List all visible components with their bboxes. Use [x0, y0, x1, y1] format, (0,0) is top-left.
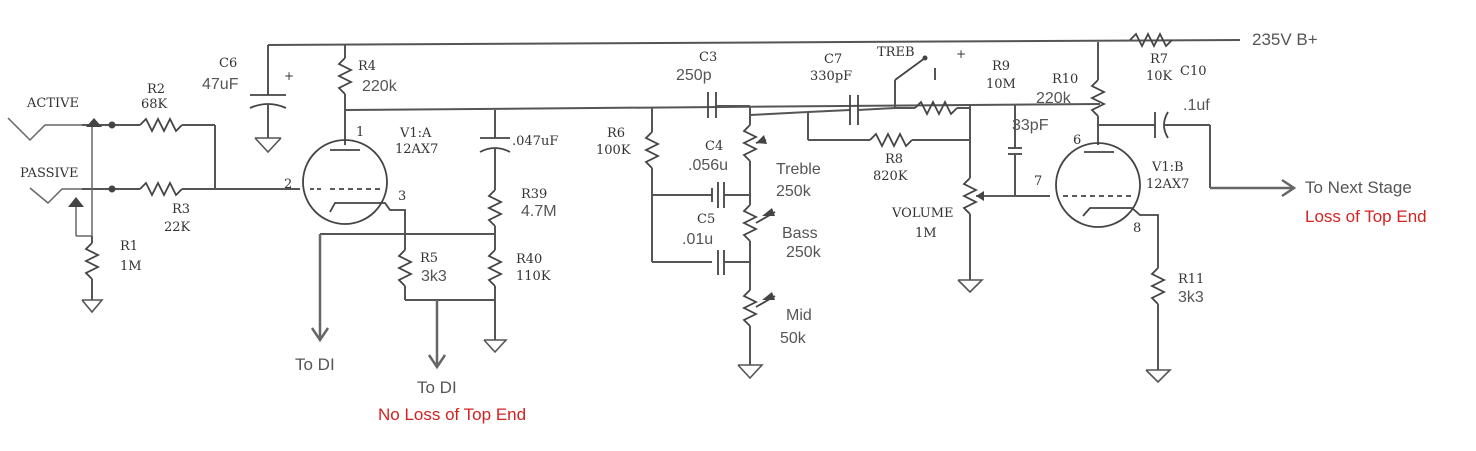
c6-capacitor [249, 80, 287, 154]
label-bass-name: Bass [782, 225, 818, 242]
tube-v1a [302, 139, 406, 235]
label-pin2: 2 [284, 177, 292, 192]
label-c4-name: C4 [705, 139, 723, 154]
label-r4-val: 220k [362, 78, 398, 95]
label-c10-name: C10 [1180, 64, 1207, 79]
label-pin1: 1 [356, 125, 364, 140]
label-pin7: 7 [1034, 174, 1042, 189]
label-passive: PASSIVE [20, 166, 79, 181]
tone-stack [643, 92, 776, 380]
label-c3-val: 250p [676, 67, 712, 84]
r11-resistor [1145, 267, 1172, 384]
label-c5-val: .01u [682, 231, 713, 248]
r4-resistor [336, 45, 354, 110]
label-active: ACTIVE [26, 96, 79, 111]
label-r11-name: R11 [1178, 272, 1204, 287]
label-bass-val: 250k [786, 244, 822, 261]
to-di-arrows [310, 234, 447, 370]
label-treble-name: Treble [776, 161, 821, 178]
label-treb-plus: + [956, 47, 966, 61]
label-c047: .047uF [512, 134, 558, 149]
label-r2-val: 68K [141, 97, 168, 112]
label-treb-switch: TREB [877, 45, 915, 60]
r10-resistor [1089, 42, 1155, 145]
label-loss: Loss of Top End [1305, 207, 1427, 226]
label-c6-plus: + [284, 69, 294, 83]
label-r5-name: R5 [420, 251, 438, 266]
label-r8-name: R8 [885, 152, 903, 167]
label-supply: 235V B+ [1252, 30, 1318, 49]
label-pin3: 3 [398, 189, 406, 204]
label-tube1-type: 12AX7 [395, 142, 438, 157]
label-no-loss: No Loss of Top End [378, 405, 526, 424]
label-r10-val: 220k [1036, 90, 1072, 107]
r40-resistor [483, 249, 508, 354]
label-r1-val: 1M [120, 259, 142, 274]
c047-capacitor [479, 110, 511, 190]
b-plus-rail [267, 39, 1241, 80]
printed-labels: ACTIVE PASSIVE R2 68K R3 22K R1 1M C6 + … [20, 45, 1207, 287]
label-r6-name: R6 [607, 126, 625, 141]
label-c4-val: .056u [688, 157, 728, 174]
label-r4-name: R4 [358, 59, 376, 74]
c10-capacitor [1154, 111, 1211, 188]
label-r2-name: R2 [147, 82, 165, 97]
label-pin6: 6 [1073, 133, 1081, 148]
label-pin8: 8 [1133, 221, 1141, 236]
label-mid-val: 50k [780, 330, 807, 347]
label-r40-val: 110K [516, 269, 551, 284]
label-r5-val: 3k3 [421, 268, 447, 285]
output-arrow [1210, 178, 1297, 198]
label-c10-val: .1uf [1183, 97, 1210, 114]
label-treble-val: 250k [776, 183, 812, 200]
label-r9-val: 10M [986, 77, 1016, 92]
label-r9-name: R9 [992, 59, 1010, 74]
label-c5-name: C5 [697, 212, 715, 227]
label-tube1-name: V1:A [399, 126, 432, 141]
label-mid-name: Mid [786, 307, 812, 324]
label-tube2-type: 12AX7 [1146, 177, 1189, 192]
tube-v1b [1055, 142, 1159, 268]
label-r10-name: R10 [1052, 72, 1078, 87]
label-r7-val: 10K [1146, 69, 1173, 84]
label-r11-val: 3k3 [1178, 289, 1204, 306]
r3-resistor [139, 180, 300, 198]
label-r39-val: 4.7M [521, 203, 557, 220]
label-r6-val: 100K [596, 143, 631, 158]
label-volume-name: VOLUME [891, 206, 954, 221]
r39-resistor [486, 189, 504, 250]
cathode-network [320, 233, 495, 301]
label-r3-name: R3 [172, 202, 190, 217]
label-tube2-name: V1:B [1151, 160, 1184, 175]
annotation-labels: 47uF 220k 4.7M 3k3 250p .056u .01u Trebl… [202, 30, 1427, 424]
label-volume-val: 1M [915, 226, 937, 241]
label-to-di-1: To DI [295, 355, 335, 374]
label-c33: 33pF [1012, 117, 1049, 134]
label-r1-name: R1 [120, 239, 138, 254]
label-c3-name: C3 [699, 50, 717, 65]
label-r39-name: R39 [521, 187, 547, 202]
label-c6-val: 47uF [202, 76, 239, 93]
input-jacks [7, 117, 140, 237]
r2-resistor [139, 116, 216, 189]
label-c6-name: C6 [219, 56, 237, 71]
treble-volume-network [749, 55, 1050, 294]
r1-resistor [81, 236, 104, 314]
label-c7-val: 330pF [810, 69, 852, 84]
label-r8-val: 820K [873, 169, 908, 184]
label-c7-name: C7 [824, 52, 842, 67]
label-r40-name: R40 [516, 252, 542, 267]
label-r7-name: R7 [1150, 52, 1168, 67]
label-r3-val: 22K [164, 220, 191, 235]
r7-resistor [1129, 31, 1173, 49]
label-to-di-2: To DI [417, 378, 457, 397]
label-to-next-stage: To Next Stage [1305, 178, 1412, 197]
